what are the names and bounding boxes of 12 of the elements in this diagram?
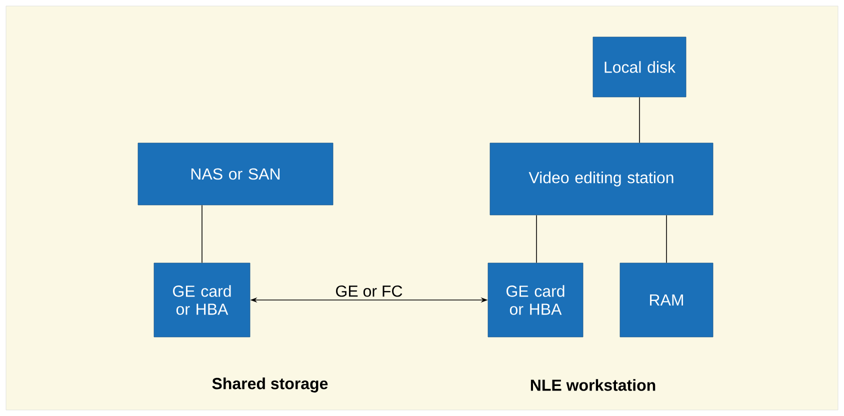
connector-line [536, 214, 537, 264]
connector-line [666, 214, 667, 264]
edge-label: GE or FC [334, 284, 404, 298]
connector-line [639, 96, 640, 144]
process-box: GE card or HBA [488, 262, 584, 338]
process-box: GE card or HBA [154, 262, 250, 338]
process-box: NAS or SAN [138, 142, 334, 206]
caption: Shared storage [212, 378, 328, 392]
caption: NLE workstation [530, 379, 656, 391]
process-box: RAM [620, 262, 714, 338]
process-box: Video editing station [490, 142, 714, 216]
process-box: Local disk [592, 36, 686, 98]
